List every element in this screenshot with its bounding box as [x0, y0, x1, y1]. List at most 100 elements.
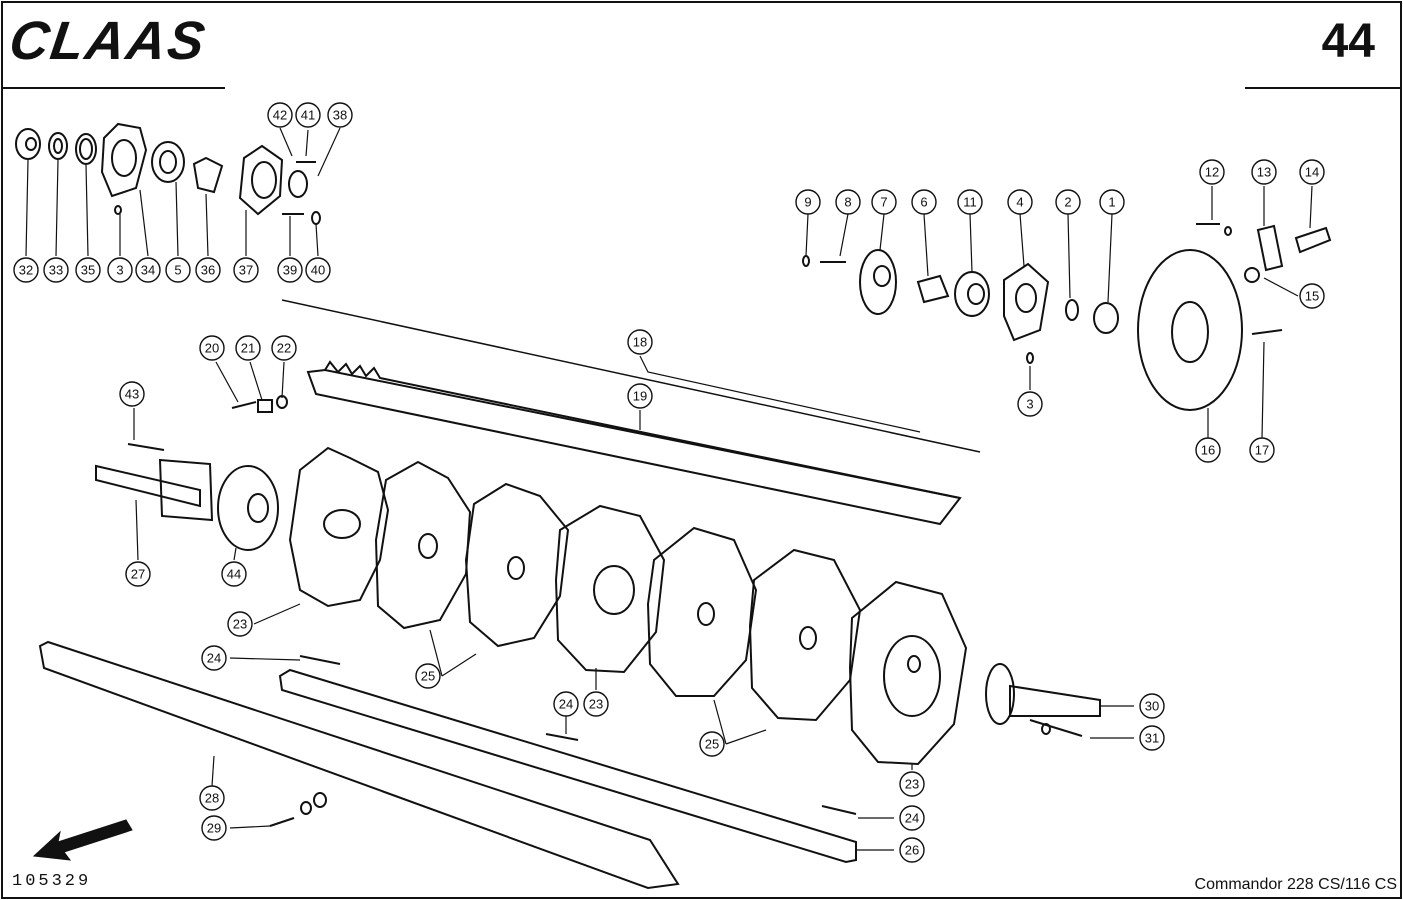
left-bearing-group — [15, 122, 321, 225]
callout-circle — [165, 257, 191, 283]
callout-number: 23 — [589, 697, 603, 712]
callout-circle — [1099, 189, 1125, 215]
rotor-discs — [288, 446, 1101, 766]
callout-number: 36 — [201, 263, 215, 278]
callout-1: 1 — [1099, 189, 1125, 215]
callout-circle — [957, 189, 983, 215]
callout-circle — [1249, 437, 1275, 463]
callout-25: 25 — [415, 663, 441, 689]
bars-and-pins — [38, 395, 1083, 890]
callout-circle — [1017, 391, 1043, 417]
callout-13: 13 — [1251, 159, 1277, 185]
callout-circle — [119, 381, 145, 407]
callout-circle — [627, 383, 653, 409]
callout-28: 28 — [199, 785, 225, 811]
callout-5: 5 — [165, 257, 191, 283]
callout-number: 42 — [273, 108, 287, 123]
callout-18: 18 — [627, 329, 653, 355]
callout-number: 20 — [205, 341, 219, 356]
callout-circle — [233, 257, 259, 283]
callout-number: 32 — [19, 263, 33, 278]
callout-number: 41 — [301, 108, 315, 123]
callout-8: 8 — [835, 189, 861, 215]
callout-16: 16 — [1195, 437, 1221, 463]
callout-number: 35 — [81, 263, 95, 278]
callout-circle — [201, 815, 227, 841]
callout-number: 2 — [1064, 195, 1071, 210]
callout-circle — [195, 257, 221, 283]
callout-31: 31 — [1139, 725, 1165, 751]
callout-34: 34 — [135, 257, 161, 283]
callout-circle — [911, 189, 937, 215]
callout-number: 5 — [174, 263, 181, 278]
callout-circle — [1055, 189, 1081, 215]
callout-circle — [135, 257, 161, 283]
callout-9: 9 — [795, 189, 821, 215]
callout-number: 3 — [116, 263, 123, 278]
callout-number: 15 — [1305, 289, 1319, 304]
callout-circle — [1251, 159, 1277, 185]
callout-44: 44 — [221, 561, 247, 587]
callout-number: 31 — [1145, 731, 1159, 746]
callout-circle — [227, 611, 253, 637]
callout-36: 36 — [195, 257, 221, 283]
callout-7: 7 — [871, 189, 897, 215]
callout-number: 24 — [559, 697, 573, 712]
callout-number: 44 — [227, 567, 241, 582]
callout-circle — [295, 102, 321, 128]
callout-number: 28 — [205, 791, 219, 806]
callout-25: 25 — [699, 731, 725, 757]
callout-number: 9 — [804, 195, 811, 210]
callout-35: 35 — [75, 257, 101, 283]
callout-number: 6 — [920, 195, 927, 210]
callout-number: 29 — [207, 821, 221, 836]
callout-number: 39 — [283, 263, 297, 278]
callout-circle — [267, 102, 293, 128]
callout-number: 33 — [49, 263, 63, 278]
callout-27: 27 — [125, 561, 151, 587]
callout-number: 4 — [1016, 195, 1023, 210]
callout-circle — [583, 691, 609, 717]
callout-12: 12 — [1199, 159, 1225, 185]
callout-number: 21 — [241, 341, 255, 356]
callout-number: 14 — [1305, 165, 1319, 180]
callout-number: 13 — [1257, 165, 1271, 180]
callout-circle — [1199, 159, 1225, 185]
callout-42: 42 — [267, 102, 293, 128]
callout-24: 24 — [899, 805, 925, 831]
callout-33: 33 — [43, 257, 69, 283]
drawing-number: 105329 — [12, 872, 92, 891]
callout-circle — [1139, 725, 1165, 751]
callout-circle — [107, 257, 133, 283]
callout-number: 7 — [880, 195, 887, 210]
callout-24: 24 — [553, 691, 579, 717]
right-bearing-group — [802, 223, 1332, 411]
callout-circle — [221, 561, 247, 587]
callout-40: 40 — [305, 257, 331, 283]
callout-circle — [271, 335, 297, 361]
callout-number: 16 — [1201, 443, 1215, 458]
callout-number: 24 — [207, 651, 221, 666]
callout-43: 43 — [119, 381, 145, 407]
callout-circle — [553, 691, 579, 717]
callout-circle — [899, 805, 925, 831]
callout-circle — [1299, 283, 1325, 309]
callout-circle — [199, 335, 225, 361]
callout-number: 18 — [633, 335, 647, 350]
callout-30: 30 — [1139, 693, 1165, 719]
direction-arrow — [32, 819, 133, 861]
callout-circle — [899, 771, 925, 797]
callout-15: 15 — [1299, 283, 1325, 309]
model-label: Commandor 228 CS/116 CS — [1194, 876, 1397, 893]
callout-number: 25 — [421, 669, 435, 684]
callout-circle — [199, 785, 225, 811]
callout-circle — [235, 335, 261, 361]
callout-circle — [13, 257, 39, 283]
callout-circle — [1195, 437, 1221, 463]
callout-circle — [899, 837, 925, 863]
callout-number: 12 — [1205, 165, 1219, 180]
callout-38: 38 — [327, 102, 353, 128]
callout-3: 3 — [1017, 391, 1043, 417]
